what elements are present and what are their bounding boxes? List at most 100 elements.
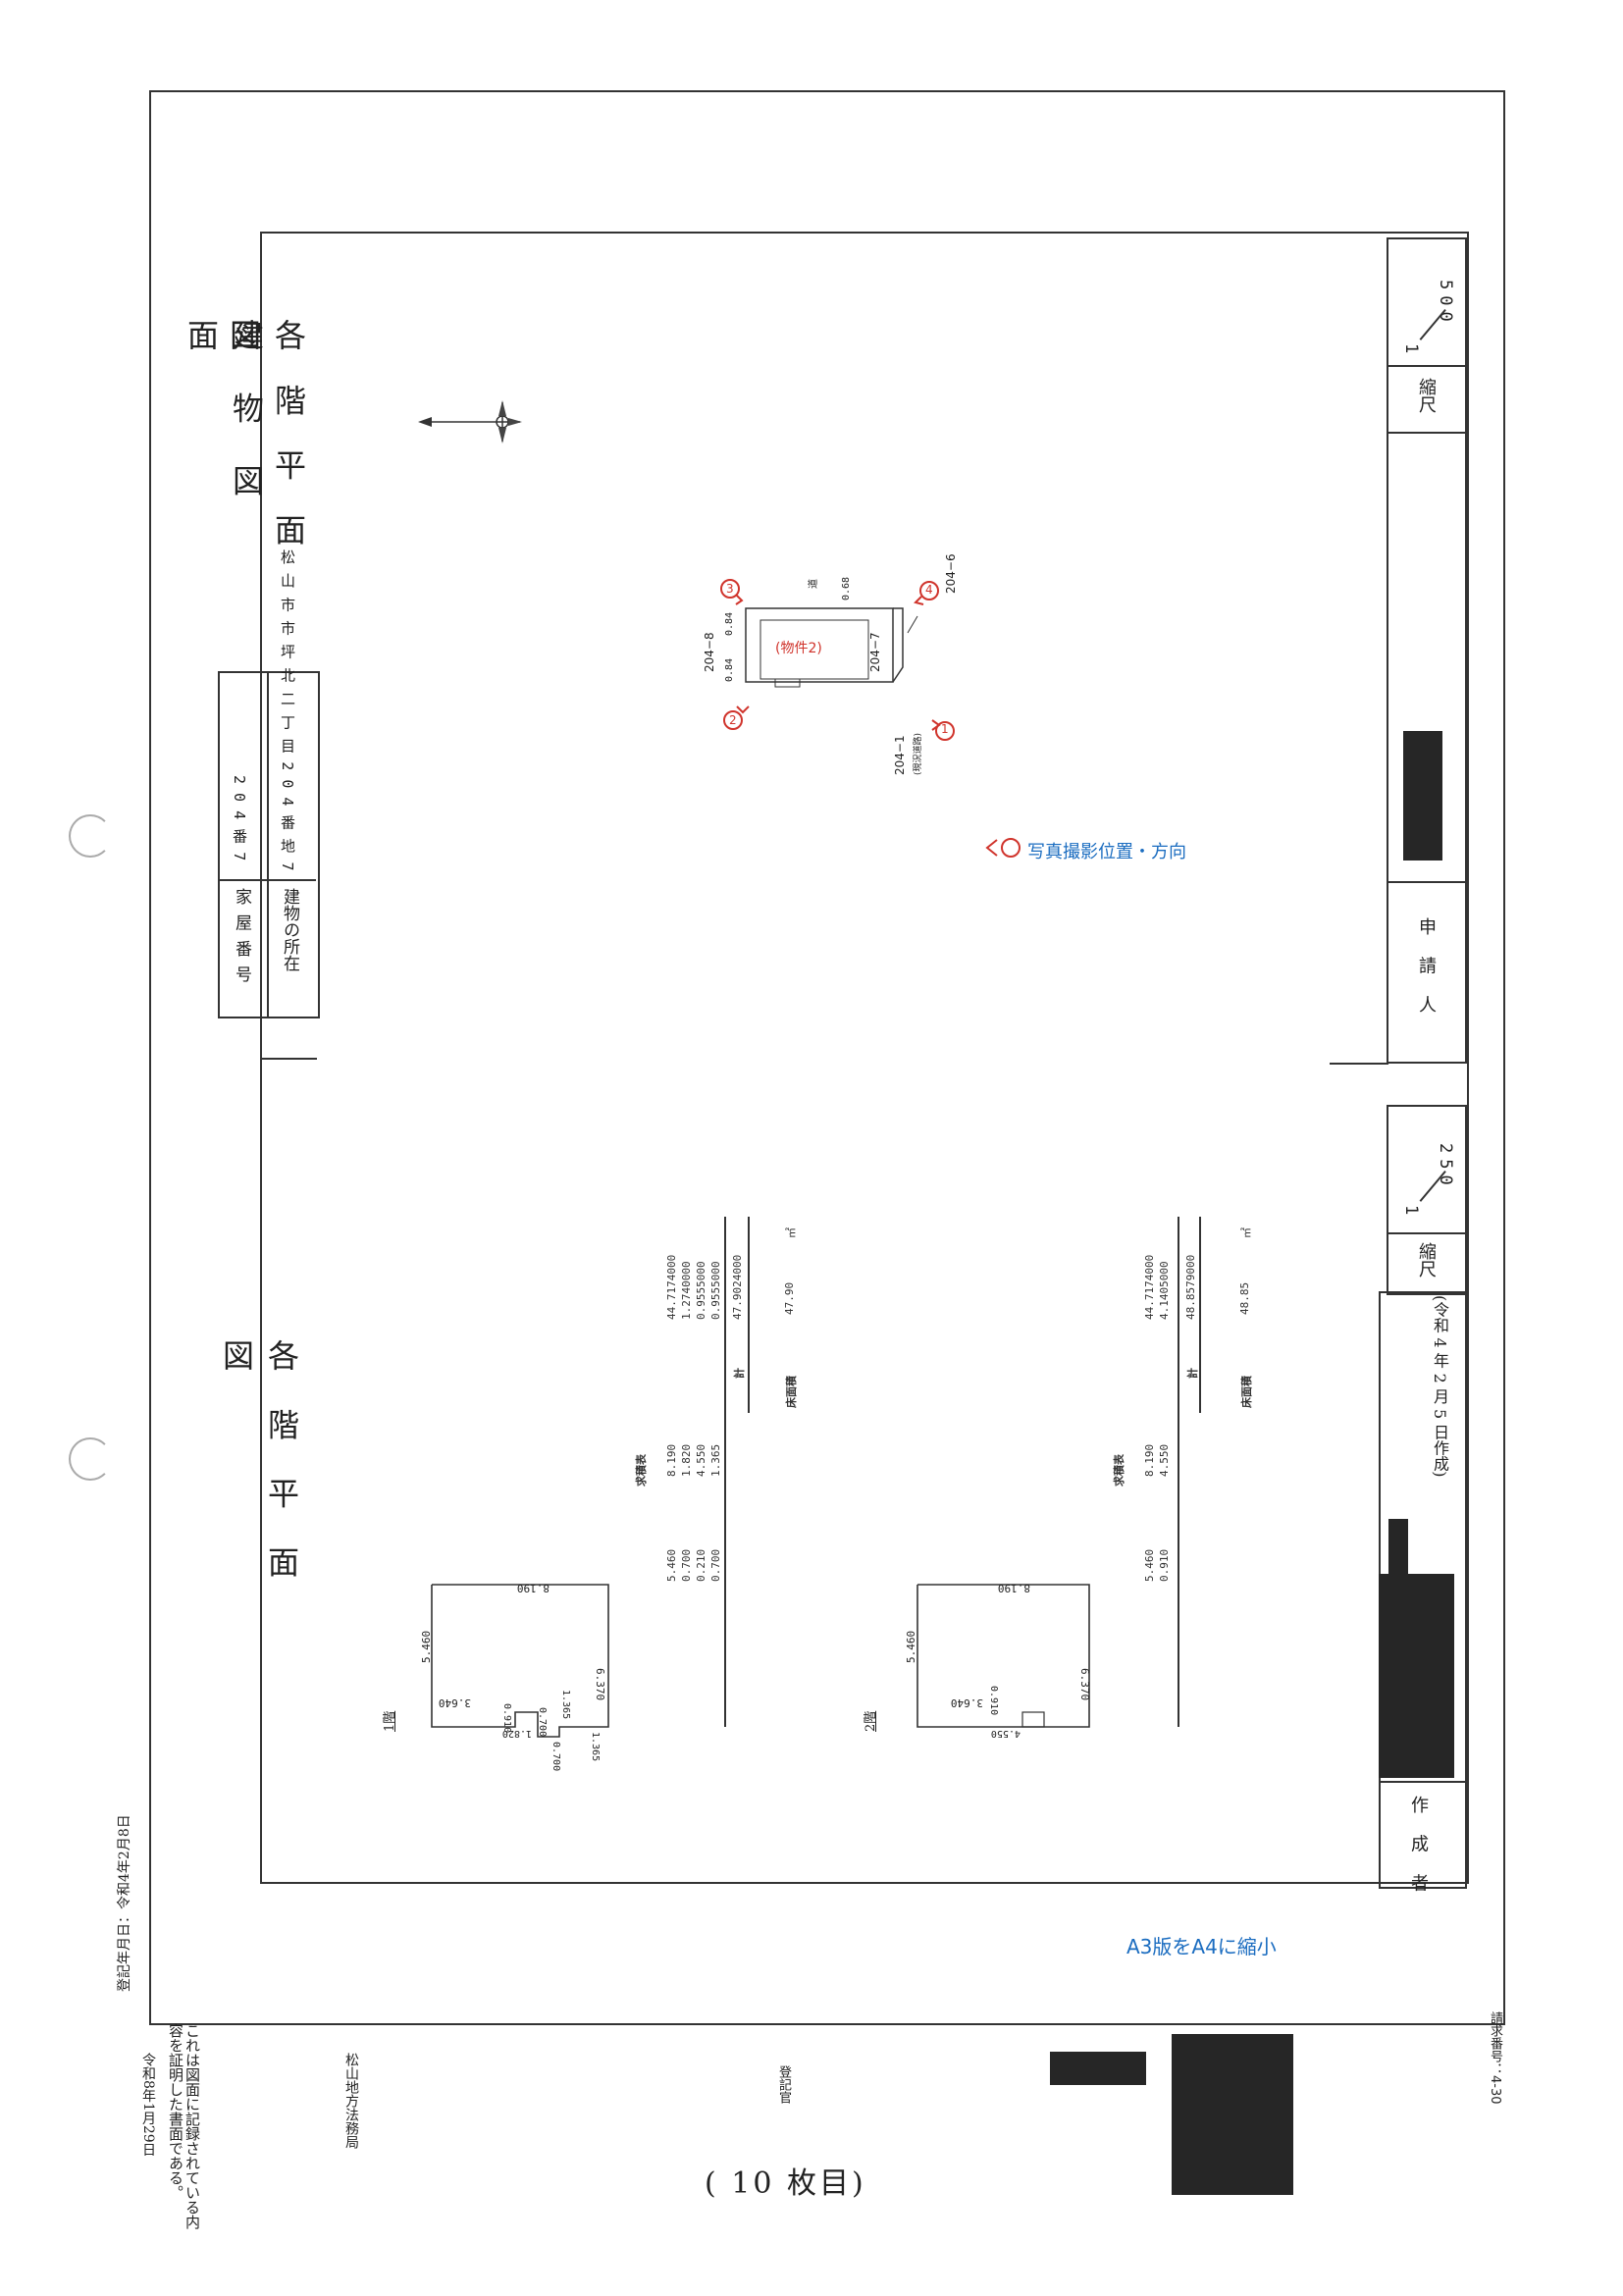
floor-1-dim-step-e: 0.700 [550, 1742, 561, 1772]
site-plan-drawing [745, 607, 918, 688]
floor-2-label: 2階 [864, 1710, 878, 1732]
reduction-note: A3版をA4に縮小 [1126, 1935, 1277, 1958]
floor-1-dim-step-f: 1.365 [590, 1732, 601, 1762]
applicant-label: 申 請 人 [1416, 917, 1437, 1021]
header-table-row-divider [267, 671, 269, 1017]
floor-2-calc-title: 求積表 [1113, 1454, 1126, 1487]
document-frame [149, 90, 1505, 2025]
section-divider-right [1330, 1063, 1388, 1065]
floor-2-dim-bottom-left: 3.640 [950, 1696, 983, 1709]
floor-2-total-label: 計 [1186, 1368, 1199, 1379]
applicant-box [1387, 432, 1467, 1064]
house-number-label: 家 屋 番 号 [232, 888, 251, 985]
floor-1-dim-left: 5.460 [420, 1630, 433, 1663]
north-compass-icon [418, 400, 522, 444]
floor-2-area-rule [1199, 1217, 1201, 1413]
scale-label-top: 縮尺 [1416, 378, 1437, 413]
photo-marker-1-number: 1 [941, 722, 949, 736]
scale-mid-numerator: 1 [1401, 1205, 1421, 1216]
floor-1-dim-step-d: 0.700 [537, 1707, 548, 1738]
floor-2-area: 48.85 [1238, 1281, 1251, 1315]
dim-west-bottom: 0.84 [724, 657, 735, 682]
title-building-plan: 建 物 図 面 [183, 319, 265, 512]
floor-1-area-unit: ㎡ [785, 1227, 798, 1238]
issuing-office: 松山地方法務局 [343, 2053, 359, 2149]
floor-2-calc-b-1: 4.550 [1158, 1443, 1171, 1477]
redaction-applicant [1403, 731, 1442, 861]
floor-1-calc-b-1: 1.820 [680, 1443, 693, 1477]
creator-label: 作 成 者 [1408, 1796, 1429, 1900]
floor-2-dim-right: 6.370 [1078, 1668, 1091, 1701]
scale-label-mid: 縮尺 [1416, 1242, 1437, 1278]
floor-1-calc-b-2: 4.550 [695, 1443, 707, 1477]
floor-1-dim-step-c: 1.365 [560, 1690, 571, 1720]
page-number: ( 10 枚目) [705, 2166, 866, 2201]
certification-text: これは図面に記録されている内容を証明した書面である。 [167, 2023, 201, 2229]
floor-1-dim-right: 6.370 [594, 1668, 606, 1701]
location-label: 建物の所在 [280, 888, 299, 971]
floor-1-total: 47.9024000 [731, 1254, 744, 1320]
floor-1-calc-a-0: 5.460 [665, 1548, 678, 1582]
floor-2-dim-bottom-right: 4.550 [990, 1728, 1021, 1739]
floor-1-area-label: 床面積 [785, 1376, 798, 1408]
floor-2-area-label: 床面積 [1240, 1376, 1253, 1408]
lot-204-1-label: 204−1 [893, 735, 907, 775]
scale-top-numerator: 1 [1401, 343, 1421, 354]
floor-2-dim-left: 5.460 [905, 1630, 917, 1663]
applicant-box-divider [1387, 881, 1465, 883]
floor-2-outline [916, 1584, 1090, 1728]
photo-marker-2-icon [723, 705, 750, 730]
floor-1-area: 47.90 [783, 1281, 796, 1315]
title-floor-plans: 各 階 平 面 図 [225, 319, 307, 557]
floor-2-dim-top: 8.190 [997, 1582, 1030, 1594]
header-table [218, 671, 320, 1018]
location-value: 松 山 市 市 坪 北 二 丁 目 2 0 4 番 地 7 [279, 549, 296, 871]
redaction-creator-a [1388, 1519, 1408, 1576]
lot-204-8-label: 204−8 [703, 632, 716, 672]
lot-204-7-label: 204−7 [868, 632, 882, 672]
photo-marker-3-icon [720, 579, 744, 605]
floor-1-calc-rule [724, 1217, 726, 1727]
lot-204-6-label: 204−6 [944, 553, 958, 594]
floor-2-area-unit: ㎡ [1240, 1227, 1253, 1238]
floor-1-dim-step-b: 1.820 [501, 1728, 532, 1739]
road-label: 道 [809, 579, 819, 589]
legend-text: 写真撮影位置・方向 [1027, 842, 1186, 862]
floor-plans-title: 各 階 平 面 図 [218, 1339, 300, 1592]
photo-marker-2-number: 2 [729, 713, 737, 727]
floor-1-label: 1階 [383, 1710, 397, 1732]
floor-1-total-label: 計 [733, 1368, 746, 1379]
scale-box-top-divider [1387, 365, 1465, 367]
scale-mid-denominator: 250 [1436, 1143, 1455, 1191]
section-divider-left [260, 1058, 317, 1060]
redaction-seal-large [1172, 2034, 1293, 2195]
creator-box-divider [1379, 1781, 1465, 1783]
photo-marker-3-number: 3 [726, 582, 734, 596]
legend-marker-icon [985, 838, 1021, 858]
photo-marker-4-number: 4 [925, 583, 933, 597]
created-date: (令和 4 年 2 月 5 日作成) [1431, 1295, 1449, 1478]
floor-1-area-rule [748, 1217, 750, 1413]
punch-hole-bottom [69, 1437, 112, 1481]
scale-top-denominator: 500 [1436, 280, 1455, 328]
issue-date: 令和8年1月29日 [140, 2053, 156, 2157]
registry-date: 登記年月日：令和4年2月8日 [117, 1814, 132, 1992]
lot-204-1-note: (現況道路) [914, 732, 923, 775]
floor-2-calc-a-1: 0.910 [1158, 1548, 1171, 1582]
floor-2-dim-step: 0.910 [988, 1686, 999, 1716]
floor-1-calc-result-2: 0.9555000 [695, 1261, 707, 1320]
floor-2-total: 48.8579000 [1184, 1254, 1197, 1320]
registrar-label: 登記官 [776, 2065, 791, 2104]
redaction-seal-small [1050, 2052, 1146, 2085]
floor-1-calc-b-3: 1.365 [709, 1443, 722, 1477]
floor-1-dim-top: 8.190 [516, 1582, 550, 1594]
house-number-value: 2 0 4 番 7 [231, 775, 248, 861]
floor-2-calc-a-0: 5.460 [1143, 1548, 1156, 1582]
punch-hole-top [69, 814, 112, 858]
floor-1-dim-bottom-left: 3.640 [438, 1696, 471, 1709]
floor-1-calc-b-0: 8.190 [665, 1443, 678, 1477]
floor-1-calc-result-0: 44.7174000 [665, 1254, 678, 1320]
photo-marker-1-icon [931, 719, 955, 741]
dim-north: 0.68 [841, 576, 852, 600]
redaction-creator-b [1379, 1574, 1454, 1778]
